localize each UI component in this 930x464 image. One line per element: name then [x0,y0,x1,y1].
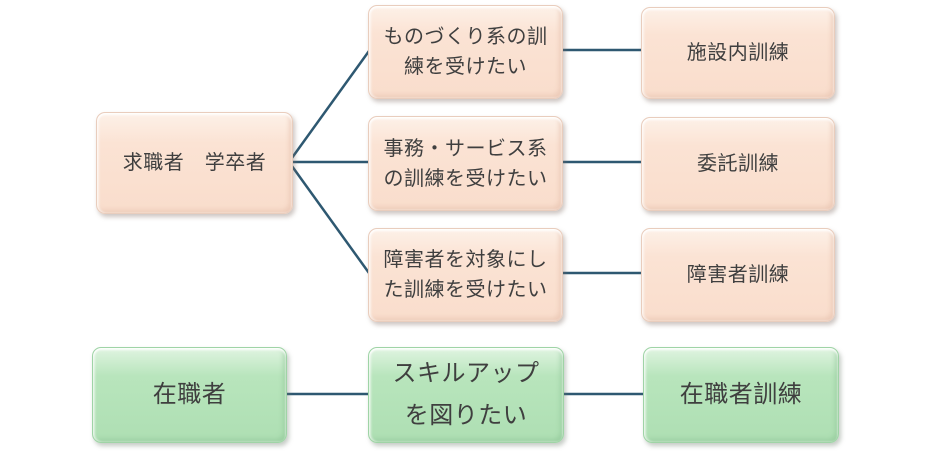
node-need-office-service: 事務・サービス系 の訓練を受けたい [368,116,563,211]
node-program-employed-label: 在職者訓練 [679,381,803,408]
node-program-commissioned: 委託訓練 [641,117,835,211]
node-program-commissioned-label: 委託訓練 [697,153,779,175]
node-program-facility-label: 施設内訓練 [686,42,790,64]
node-need-manufacturing-line2: 練を受けたい [404,56,527,78]
node-program-disability: 障害者訓練 [641,228,835,322]
node-need-disability-line2: た訓練を受けたい [383,279,548,301]
node-need-disability: 障害者を対象にし た訓練を受けたい [368,228,563,322]
node-need-skillup-line2: を図りたい [404,402,528,429]
node-jobseeker: 求職者 学卒者 [96,112,293,214]
node-employed-label: 在職者 [152,381,227,408]
connector-jobseeker-manufacturing [287,50,371,163]
connector-jobseeker-disability [287,161,371,274]
node-jobseeker-label: 求職者 学卒者 [122,152,267,174]
node-need-skillup-line1: スキルアップ [392,360,540,387]
node-program-facility: 施設内訓練 [641,7,835,99]
node-need-office-service-line2: の訓練を受けたい [383,167,548,190]
node-need-manufacturing-line1: ものづくり系の訓 [383,26,548,48]
node-need-disability-line1: 障害者を対象にし [383,249,548,271]
node-program-disability-label: 障害者訓練 [686,264,790,286]
node-need-office-service-line1: 事務・サービス系 [383,137,548,160]
node-need-skillup: スキルアップ を図りたい [368,347,564,443]
node-program-employed: 在職者訓練 [643,347,839,443]
node-need-manufacturing: ものづくり系の訓 練を受けたい [368,5,563,99]
node-employed: 在職者 [92,347,287,443]
